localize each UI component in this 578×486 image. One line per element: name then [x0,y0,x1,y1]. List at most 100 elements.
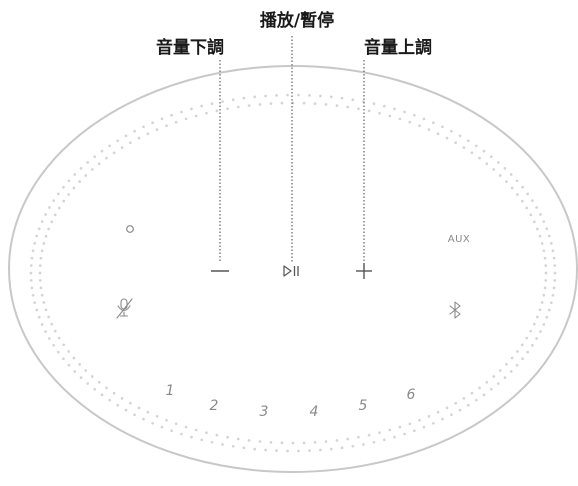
grille-dot [492,168,496,171]
grille-dot [142,417,145,421]
grille-dot [543,286,547,290]
grille-dot [526,350,530,354]
grille-dot [503,376,507,379]
grille-dot [247,104,251,107]
grille-dot [544,264,548,267]
grille-dot [485,162,489,166]
preset-button-3[interactable]: 3 [260,404,269,420]
plus-icon[interactable] [356,263,372,279]
grille-dot [445,136,449,140]
grille-dot [44,234,48,238]
grille-dot [146,410,150,414]
grille-dot [529,329,533,333]
bluetooth-icon[interactable] [449,301,461,319]
grille-dot [393,107,396,111]
grille-dot [403,432,406,436]
grille-dot [454,141,457,145]
grille-dot [231,98,235,102]
preset-button-6[interactable]: 6 [407,387,416,403]
grille-dot [515,179,519,183]
grille-dot [35,308,39,312]
preset-button-2[interactable]: 2 [210,398,219,414]
grille-dot [33,301,37,305]
grille-dot [539,330,542,333]
grille-dot [525,336,529,340]
grille-dot [29,271,33,275]
grille-dot [516,350,519,353]
grille-dot [40,323,44,326]
grille-dot [170,429,173,433]
grille-dot [445,406,449,410]
grille-dot [313,102,317,105]
volume-down-callout-label: 音量下調 [156,38,224,58]
preset-button-4[interactable]: 4 [310,404,319,420]
grille-dot [253,447,257,451]
grille-dot [62,199,66,203]
preset-button-5[interactable]: 5 [359,398,368,414]
grille-dot [413,113,416,117]
grille-dot [544,271,548,275]
grille-dot [194,428,198,432]
grille-dot [112,391,116,395]
grille-dot [462,146,466,150]
grille-dot [542,220,546,223]
grille-dot [72,356,76,360]
grille-dot [236,105,240,109]
grille-dot [38,271,42,275]
grille-dot [378,431,381,435]
aux-label[interactable]: AUX [448,234,471,245]
grille-dot [547,308,551,312]
microphone-off-icon[interactable] [116,298,133,319]
grille-dot [269,102,273,105]
grille-dot [205,431,208,435]
grille-dot [194,114,198,118]
grille-dot [466,403,470,407]
grille-dot [50,322,54,326]
grille-dot [116,403,120,407]
grille-dot [398,425,402,429]
grille-dot [231,444,235,448]
grille-dot [536,315,539,319]
grille-dot [346,105,350,109]
grille-dot [335,439,339,442]
grille-dot [458,408,462,412]
grille-dot [520,343,524,347]
play-pause-icon[interactable] [283,265,299,277]
grille-dot [382,104,386,108]
grille-dot [90,375,94,378]
grille-dot [492,375,496,378]
grille-dot [31,249,35,253]
grille-dot [308,449,311,452]
grille-dot [372,102,376,106]
grille-dot [210,102,214,106]
grille-dot [44,308,48,312]
grille-dot [56,350,60,354]
grille-dot [133,413,136,417]
grille-dot [498,369,502,372]
grille-dot [275,94,278,97]
grille-dot [129,141,132,145]
grille-dot [93,155,97,159]
grille-dot [52,344,56,347]
grille-dot [553,279,557,282]
grille-dot [33,241,37,245]
grille-dot [62,343,66,347]
grille-dot [544,279,548,282]
power-icon[interactable] [126,225,134,233]
grille-dot [302,441,306,445]
grille-dot [346,437,350,441]
grille-dot [247,439,251,442]
grille-dot [78,180,81,184]
preset-button-1[interactable]: 1 [166,383,175,399]
grille-dot [90,168,94,171]
grille-dot [441,125,444,129]
grille-dot [478,386,481,390]
grille-dot [67,350,70,353]
grille-dot [133,129,136,133]
grille-dot [170,113,173,117]
grille-dot [112,151,116,155]
grille-dot [403,110,406,114]
grille-dot [521,185,524,189]
grille-dot [146,132,150,136]
